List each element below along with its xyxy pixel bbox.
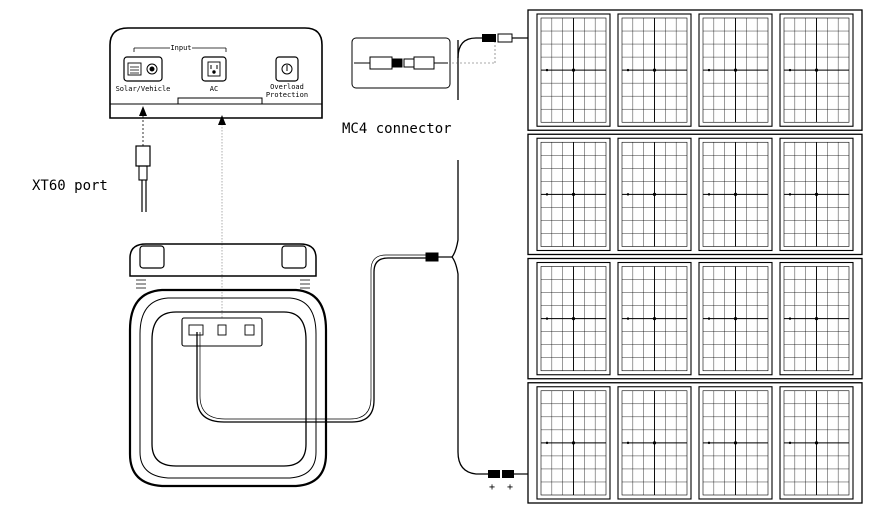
solar-panel xyxy=(779,13,854,127)
overload-protection-icon xyxy=(275,56,299,82)
solar-panel xyxy=(698,137,773,252)
solar-panel xyxy=(779,137,854,252)
solar-panel xyxy=(536,13,611,127)
solar-panel xyxy=(698,386,773,500)
solar-panel xyxy=(698,261,773,376)
solar-panel xyxy=(536,386,611,500)
solar-panel xyxy=(536,261,611,376)
main-cable xyxy=(196,257,428,423)
mc4-connectors-bottom xyxy=(488,470,528,478)
solar-panel xyxy=(617,13,692,127)
solar-vehicle-port-icon xyxy=(123,56,163,82)
mc4-inset xyxy=(351,37,496,89)
mc4-connectors-top xyxy=(482,33,528,43)
solar-row xyxy=(527,133,863,256)
power-station xyxy=(128,243,328,488)
plus-right-label: + xyxy=(507,482,513,493)
solar-panel xyxy=(617,137,692,252)
overload-label-line2: Protection xyxy=(266,91,308,99)
solar-row xyxy=(527,9,863,131)
xt60-plug-icon xyxy=(135,145,151,212)
solar-panel xyxy=(779,261,854,376)
solar-row xyxy=(527,257,863,380)
solar-panel xyxy=(779,386,854,500)
y-splitter xyxy=(425,37,490,475)
solar-panel xyxy=(698,13,773,127)
plus-left-label: + xyxy=(489,482,495,493)
zoomed-input-panel xyxy=(109,27,323,119)
solar-panel xyxy=(617,261,692,376)
xt60-port-label: XT60 port xyxy=(32,178,108,194)
input-label: Input xyxy=(170,44,191,52)
mc4-connector-label: MC4 connector xyxy=(342,121,452,137)
ac-label: AC xyxy=(210,85,218,93)
solar-row xyxy=(527,382,863,504)
solar-panel xyxy=(536,137,611,252)
ac-outlet-icon xyxy=(201,56,227,82)
solar-vehicle-label: Solar/Vehicle xyxy=(116,85,171,93)
solar-panel xyxy=(617,386,692,500)
callout-arrows xyxy=(139,106,226,318)
solar-array xyxy=(527,9,863,504)
overload-label-line1: Overload xyxy=(270,83,304,91)
